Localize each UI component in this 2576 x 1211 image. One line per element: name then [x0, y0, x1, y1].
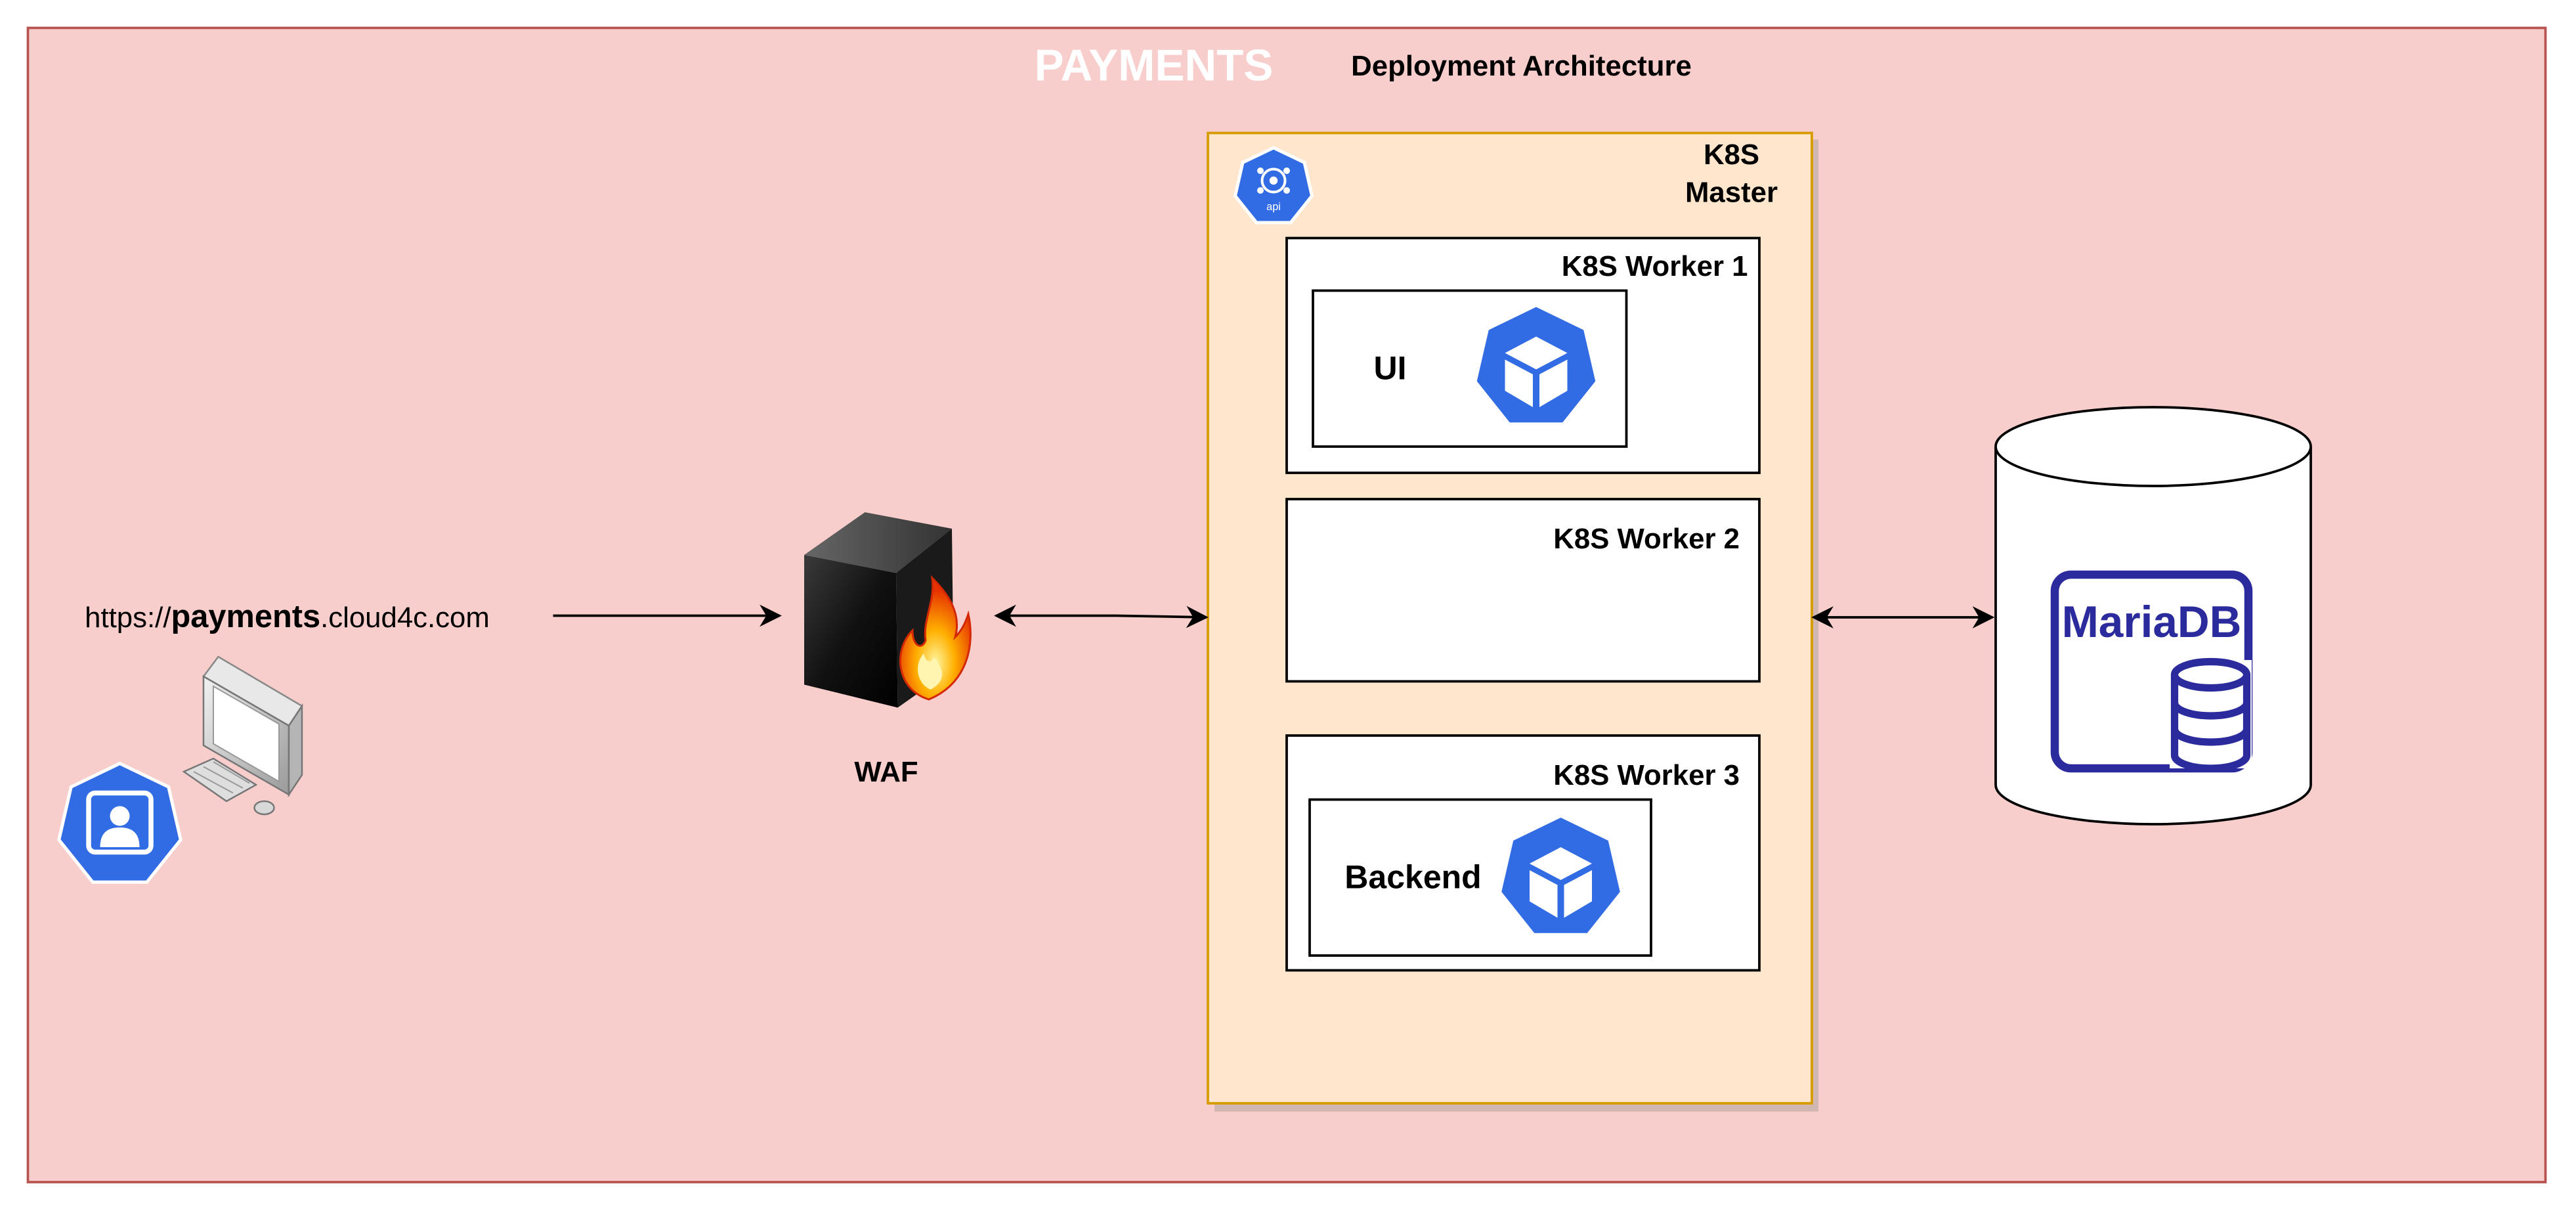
- worker-1-label: K8S Worker 1: [1562, 250, 1748, 282]
- kubernetes-api-icon: api: [1233, 146, 1314, 225]
- url-suffix: .cloud4c.com: [320, 602, 490, 634]
- mariadb-logo: MariaDB: [2050, 570, 2253, 773]
- kubernetes-pod-icon: [1501, 818, 1620, 933]
- page-title: PAYMENTS: [1035, 41, 1274, 91]
- computer-icon: [182, 655, 303, 816]
- api-icon-text: api: [1266, 201, 1281, 213]
- url-prefix: https://: [85, 602, 171, 634]
- worker-2-label: K8S Worker 2: [1553, 523, 1740, 555]
- waf-label: WAF: [854, 756, 918, 788]
- k8s-worker-2-box: [1285, 498, 1761, 683]
- url-bold: payments: [171, 599, 320, 634]
- client-url: https://payments.cloud4c.com: [85, 599, 490, 634]
- kubernetes-pod-icon: [1476, 307, 1596, 423]
- ui-pod-label: UI: [1374, 350, 1407, 387]
- worker-3-label: K8S Worker 3: [1553, 759, 1740, 791]
- backend-pod-label: Backend: [1344, 859, 1481, 896]
- firewall-icon: [804, 512, 972, 708]
- mariadb-label: MariaDB: [2062, 598, 2242, 647]
- master-label-line1: K8S: [1704, 139, 1759, 171]
- user-icon: [57, 761, 182, 884]
- master-label-line2: Master: [1685, 177, 1778, 209]
- waf-master-connector: [994, 604, 1209, 628]
- page-subtitle: Deployment Architecture: [1351, 50, 1692, 82]
